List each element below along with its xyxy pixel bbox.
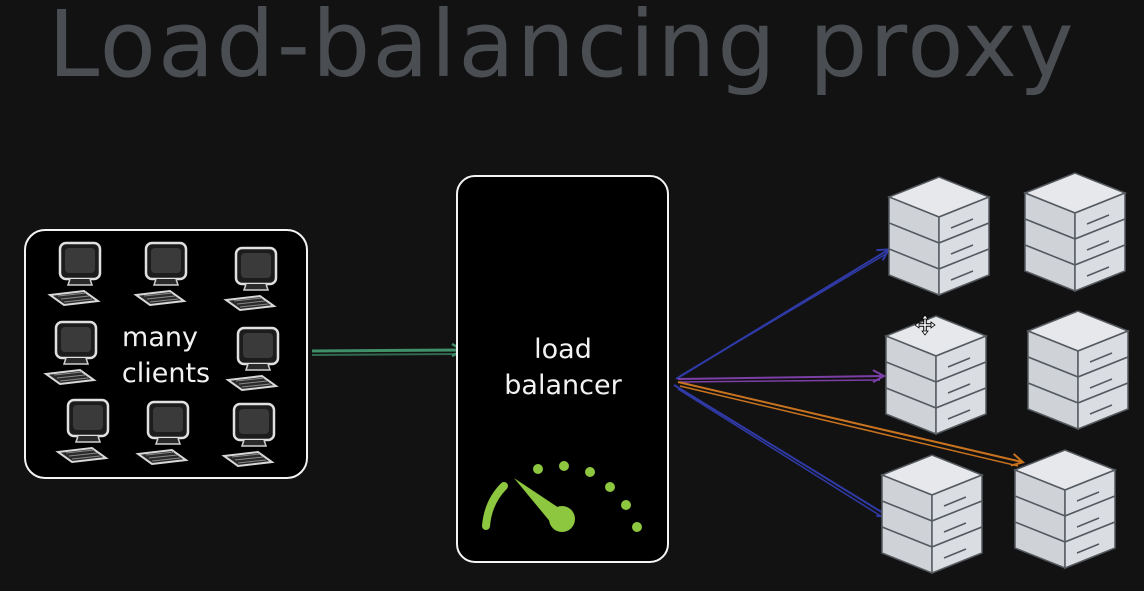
server-stack-icon (885, 315, 987, 435)
clients-to-balancer-arrow (311, 350, 462, 351)
server-stack-icon (881, 454, 983, 574)
speedometer-gauge-icon (482, 461, 642, 532)
server-stack-icon (888, 176, 990, 296)
server-stack-icon (1014, 449, 1116, 569)
servers-group (881, 172, 1129, 574)
arrow-to-server-bottom-left-stroke (677, 388, 885, 519)
load-balancer-box (456, 175, 669, 563)
balancer-label-line1: load (534, 334, 592, 365)
server-stack-icon (1024, 172, 1126, 292)
load-balancer-group: load balancer (456, 175, 669, 563)
clients-group: many clients (24, 229, 308, 479)
arrow-to-server-bottom-right (677, 381, 1022, 462)
arrow-to-server-bottom-left (673, 384, 888, 516)
move-cursor-icon (914, 314, 936, 336)
arrow-to-server-middle (677, 376, 883, 379)
server-stack-icon (1027, 310, 1129, 430)
arrow-to-server-top-stroke (679, 253, 887, 377)
clients-label-line2: clients (122, 358, 210, 389)
clients-to-balancer-arrow-stroke (311, 353, 459, 356)
diagram-title: Load-balancing proxy (48, 0, 1076, 98)
clients-label-line1: many (122, 322, 198, 353)
balancer-to-servers-arrows (673, 250, 1022, 519)
arrow-to-server-bottom-right-stroke (679, 385, 1019, 467)
arrow-to-server-middle-stroke (679, 379, 881, 383)
balancer-label-line2: balancer (504, 370, 622, 401)
